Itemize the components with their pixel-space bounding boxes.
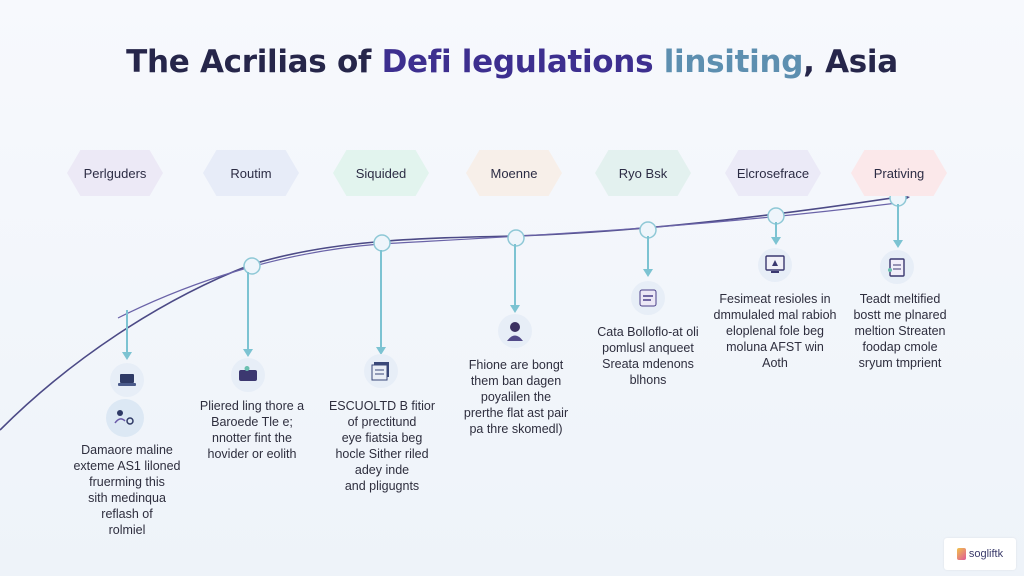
stage-3-text: Siquided: [355, 165, 407, 181]
title-part-1: The Acrilias of: [126, 44, 382, 80]
stage-7-description: Teadt meltified bostt me plnared meltion…: [853, 292, 947, 370]
drop-arrow-7: [893, 240, 903, 248]
stage-1-label: Perlguders: [67, 150, 163, 196]
title-part-3: legulations: [461, 44, 664, 80]
timeline-curve: [0, 195, 906, 431]
stage-1-text: Perlguders: [83, 165, 147, 181]
drop-arrow-6: [771, 237, 781, 245]
logo-mark-icon: [956, 548, 966, 560]
monitor-icon: [758, 248, 792, 282]
title-part-2: Defi: [381, 44, 462, 80]
document-stack-icon: [364, 354, 398, 388]
laptop-icon: [110, 363, 144, 397]
stage-5-label: Ryo Bsk: [595, 150, 691, 196]
drop-arrow-2: [243, 349, 253, 357]
stage-6-description: Fesimeat resioles in dmmulaled mal rabio…: [713, 292, 837, 370]
brand-logo: sogliftk: [944, 538, 1016, 570]
stage-3-description: ESCUOLTD B fitior of prectitund eye fiat…: [328, 399, 436, 493]
stage-2-description: Pliered ling thore a Baroede Tle e; nnot…: [199, 399, 305, 461]
stage-2-label: Routim: [203, 150, 299, 196]
wallet-icon: [231, 358, 265, 392]
drop-arrow-4: [510, 305, 520, 313]
logo-text: sogliftk: [968, 548, 1004, 560]
node-marker-3: [373, 234, 391, 252]
timeline-line-secondary: [117, 201, 906, 319]
stage-5-text: Ryo Bsk: [618, 165, 668, 181]
stage-4-description: Fhione are bongt them ban dagen poyalile…: [463, 358, 569, 436]
node-marker-2: [243, 257, 261, 275]
stage-6-text: Elcrosefrace: [736, 165, 810, 181]
title-part-5: , Asia: [803, 44, 898, 80]
stage-2-text: Routim: [230, 165, 272, 181]
node-marker-5: [639, 221, 657, 239]
stage-5-description: Cata Bolloflo-at oli pomlusl anqueet Sre…: [597, 325, 699, 387]
page-title: The Acrilias of Defi legulations linsiti…: [0, 44, 1024, 80]
node-marker-6: [767, 207, 785, 225]
stage-1-description: Damaore maline exteme AS1 liloned fruerm…: [73, 443, 181, 537]
people-connection-icon: [106, 399, 144, 437]
drop-arrow-3: [376, 347, 386, 355]
node-marker-4: [507, 229, 525, 247]
title-part-4: linsiting: [663, 44, 804, 80]
drop-arrow-1: [122, 352, 132, 360]
stage-4-label: Moenne: [466, 150, 562, 196]
stage-4-text: Moenne: [490, 165, 538, 181]
stage-3-label: Siquided: [333, 150, 429, 196]
stage-7-text: Prativing: [873, 165, 925, 181]
drop-arrow-5: [643, 269, 653, 277]
form-icon: [631, 281, 665, 315]
clipboard-icon: [880, 250, 914, 284]
stage-6-label: Elcrosefrace: [725, 150, 821, 196]
person-icon: [498, 314, 532, 348]
stage-7-label: Prativing: [851, 150, 947, 196]
